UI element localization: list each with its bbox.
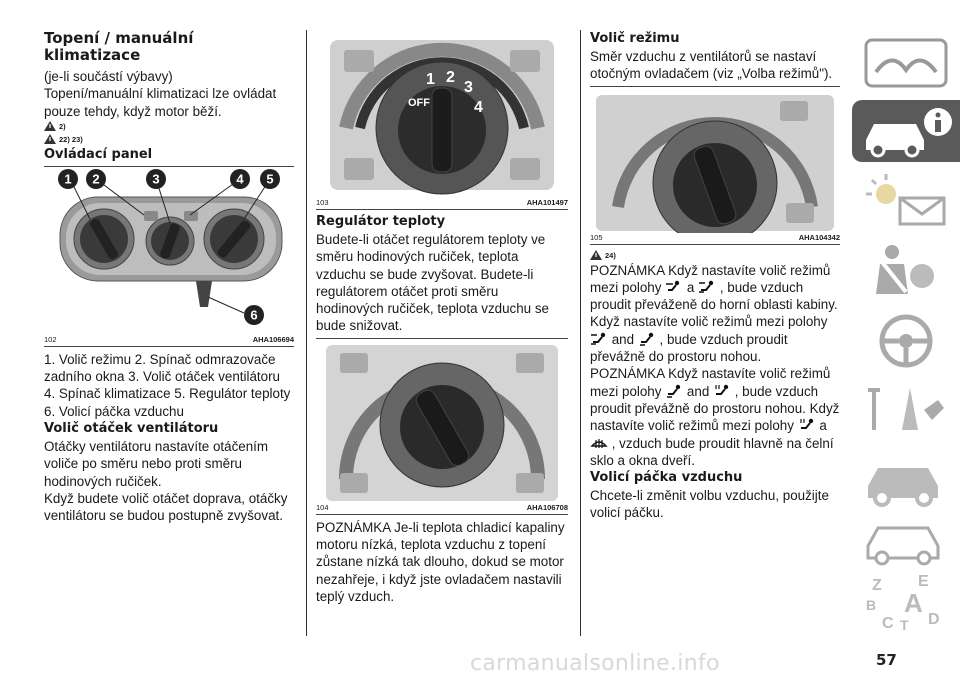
car-service-icon [868,468,938,507]
tab-steering[interactable] [852,310,960,372]
warning-lights-icon [866,174,946,226]
figure-code: AHA106708 [526,502,568,512]
mode-note-1: POZNÁMKA Když nastavíte volič režimů mez… [590,262,838,365]
figure-code: AHA106694 [252,334,294,344]
temp-heading: Regulátor teploty [316,214,446,229]
fan-text-1: Otáčky ventilátoru nastavíte otáčením vo… [44,439,269,489]
mode-note-2: POZNÁMKA Když nastavíte volič režimů mez… [590,366,840,468]
svg-text:3: 3 [152,171,159,186]
callout-1: 1 [58,168,78,189]
tab-emergency[interactable] [852,380,960,442]
divider [316,337,568,339]
warning-ref-3[interactable]: 24) [590,249,840,262]
foot-vent-icon [639,332,654,346]
tab-warning-lights[interactable] [852,170,960,232]
dashboard-icon [864,38,948,88]
tab-index[interactable]: Z E B A C T D [852,572,960,634]
fan-dial-illustration: OFF 1 2 3 4 [330,40,554,195]
figure-code: AHA101497 [526,198,568,207]
svg-text:C: C [882,615,894,632]
warning-icon [44,134,56,145]
steering-wheel-icon [879,314,933,368]
technical-data-icon [866,526,940,566]
control-panel-illustration: 1 2 3 4 5 6 [58,168,283,325]
intro-text: Topení/manuální klimatizaci lze ovládat … [44,86,277,119]
windshield-defrost-icon [590,438,608,448]
figure-code: AHA104342 [798,232,840,242]
svg-text:OFF: OFF [408,97,430,109]
foot-defrost-icon [715,384,729,395]
figure-number: 102 [44,334,57,344]
divider [44,165,294,167]
svg-text:1: 1 [64,171,71,186]
column-right: Volič režimu Směr vzduchu z ventilátorů … [590,30,840,522]
figure-number: 105 [590,232,603,242]
warning-icon [590,250,602,261]
temperature-dial-illustration [326,344,558,501]
panel-heading: Ovládací panel [44,146,153,162]
lever-heading: Volicí páčka vzduchu [590,470,743,486]
svg-text:D: D [928,611,940,628]
index-icon: Z E B A C T D [866,573,940,633]
safety-icon [876,245,934,294]
foot-vent-icon [667,384,681,398]
column-left: Topení / manuální klimatizace (je-li sou… [44,30,294,525]
svg-text:E: E [918,573,929,590]
callout-3: 3 [146,168,166,189]
tab-safety[interactable] [852,240,960,302]
svg-text:2: 2 [446,69,455,86]
figure-102: 1 2 3 4 5 6 102 AHA106694 [44,167,294,347]
column-divider [306,30,307,636]
column-divider [580,30,581,636]
tab-dashboard[interactable] [852,32,960,94]
callout-5: 5 [260,168,280,189]
section-title: Topení / manuální klimatizace [44,29,194,64]
figure-104: 104 AHA106708 [316,339,568,515]
svg-text:1: 1 [426,71,435,88]
svg-text:4: 4 [236,171,244,186]
warning-ref-2[interactable]: 22) 23) [44,133,294,146]
figure-103: OFF 1 2 3 4 103 AHA101497 [316,30,568,210]
figure-number: 104 [316,502,329,512]
svg-text:4: 4 [474,99,483,116]
warning-ref-1[interactable]: 2) [44,120,294,133]
availability-note: (je-li součástí výbavy) [44,69,173,84]
svg-text:B: B [866,597,876,613]
panel-legend: 1. Volič režimu 2. Spínač odmrazovače za… [44,351,291,419]
tab-technical-data[interactable] [852,510,960,572]
divider [590,85,840,87]
figure-number: 103 [316,198,329,207]
watermark: carmanualsonline.info [470,651,720,676]
fan-text-2: Když budete volič otáčet doprava, otáčky… [44,490,288,524]
figure-105: 105 AHA104342 [590,87,840,245]
page-number: 57 [876,651,897,669]
car-info-icon [866,108,952,158]
foot-defrost-icon [800,419,813,430]
warning-icon [44,121,56,132]
temp-text: Budete-li otáčet regulátorem teploty ve … [316,232,549,334]
callout-6: 6 [244,304,264,325]
face-vent-icon [666,280,680,291]
face-foot-vent-icon [699,280,714,293]
svg-text:2: 2 [92,171,99,186]
svg-text:5: 5 [266,171,273,186]
coolant-note: POZNÁMKA Je-li teplota chladicí kapaliny… [316,519,565,604]
mode-dial-illustration [596,94,834,233]
tab-car-info[interactable] [852,100,960,162]
column-middle: OFF 1 2 3 4 103 AHA101497 Regulátor tepl… [316,30,568,605]
emergency-icon [868,388,944,430]
callout-2: 2 [86,168,106,189]
svg-text:T: T [900,617,909,633]
svg-text:Z: Z [872,577,882,594]
face-foot-vent-icon [591,332,606,345]
svg-text:A: A [904,588,923,618]
svg-text:6: 6 [250,307,257,322]
tab-car-service[interactable] [852,450,960,512]
mode-text: Směr vzduchu z ventilátorů se nastaví ot… [590,49,833,82]
mode-heading: Volič režimu [590,31,680,46]
svg-text:3: 3 [464,79,473,96]
lever-text: Chcete-li změnit volbu vzduchu, použijte… [590,488,829,521]
fan-heading: Volič otáček ventilátoru [44,421,219,437]
callout-4: 4 [230,168,250,189]
